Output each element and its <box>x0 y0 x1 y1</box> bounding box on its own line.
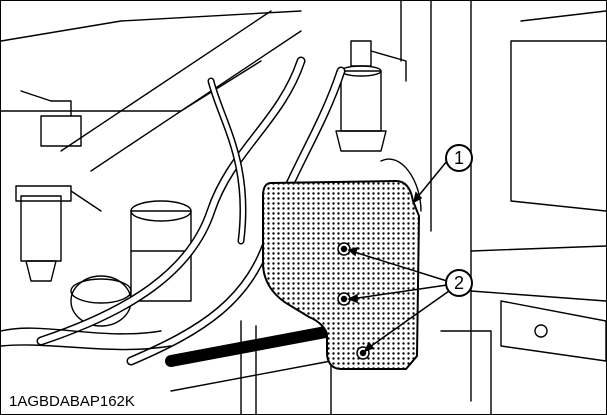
cab-panel-top <box>520 10 606 22</box>
leader-line-cover <box>415 160 448 200</box>
fuel-filter-body <box>340 70 382 132</box>
arrowhead-bolt-middle <box>347 293 358 304</box>
fuel-line-right <box>370 50 407 82</box>
center-cylinder <box>130 210 192 302</box>
diagonal-frame-line <box>60 10 272 152</box>
water-separator-head <box>15 185 72 202</box>
water-separator-body <box>20 195 62 262</box>
small-filter-hose <box>20 90 52 102</box>
lower-hose-2 <box>1 344 172 351</box>
frame-member-top <box>470 245 606 252</box>
lower-hose-1 <box>1 327 162 335</box>
cab-panel <box>510 40 606 212</box>
leader-line-bolt-upper <box>350 250 448 282</box>
fuel-filter-bowl <box>335 130 387 152</box>
leader-line-bolt-lower <box>366 290 450 350</box>
upper-frame-line <box>1 10 302 42</box>
vertical-rod <box>240 320 257 414</box>
bracket-plate <box>500 300 606 362</box>
perforated-cover <box>262 179 421 370</box>
fuel-filter-head <box>350 40 372 67</box>
base-plate <box>170 360 332 414</box>
arrowhead-cover <box>412 191 423 204</box>
main-hose-fill <box>38 58 304 344</box>
wire-loom-corrugation <box>166 326 336 366</box>
frame-member-mid <box>470 290 606 302</box>
small-filter-neck <box>50 100 72 117</box>
arrowhead-bolt-upper <box>347 246 359 257</box>
separator-hose <box>70 190 102 212</box>
bracket-hole <box>534 324 548 338</box>
water-separator-bowl <box>25 260 57 282</box>
small-filter <box>40 115 82 147</box>
left-frame-line <box>1 60 262 112</box>
oil-filter-top <box>70 278 132 304</box>
callout-bolts: 2 <box>445 269 473 297</box>
tank-outline <box>380 158 422 212</box>
arrowhead-bolt-lower <box>363 341 375 353</box>
center-cylinder-top <box>130 200 192 222</box>
figure-code: 1AGBDABAP162K <box>7 393 137 410</box>
leader-line-bolt-middle <box>350 284 448 300</box>
callout-cover: 1 <box>445 144 473 172</box>
lower-frame <box>440 330 492 414</box>
third-hose-fill <box>209 79 246 243</box>
